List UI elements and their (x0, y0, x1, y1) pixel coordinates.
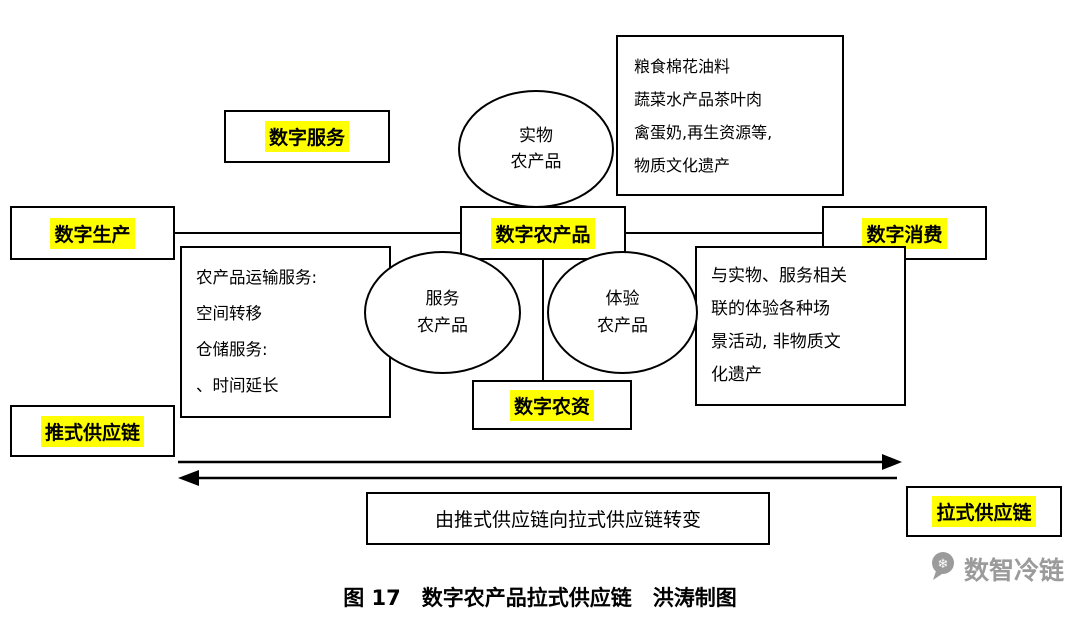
pull-supply-chain-label: 拉式供应链 (932, 496, 1036, 527)
digital-production-box: 数字生产 (10, 206, 175, 260)
service-product-line2: 农产品 (417, 315, 468, 336)
watermark-brand: 数智冷链 (963, 556, 1064, 585)
categories-line4: 物质文化遗产 (634, 155, 731, 175)
push-supply-chain-label: 推式供应链 (40, 415, 144, 447)
digital-agri-product-label: 数字农产品 (491, 217, 595, 249)
product-categories-box: 粮食棉花油料 蔬菜水产品茶叶肉 禽蛋奶,再生资源等, 物质文化遗产 (616, 35, 844, 196)
categories-line2: 蔬菜水产品茶叶肉 (634, 89, 763, 109)
digital-agri-materials-box: 数字农资 (472, 380, 632, 430)
digital-service-box: 数字服务 (224, 110, 390, 163)
digital-consumption-label: 数字消费 (862, 217, 947, 249)
experience-scenes-box: 与实物、服务相关 联的体验各种场 景活动, 非物质文 化遗产 (695, 246, 906, 406)
logistics-line4: 、时间延长 (196, 376, 279, 395)
figure-caption: 图 17 数字农产品拉式供应链 洪涛制图 (343, 586, 737, 610)
experience-scenes-line4: 化遗产 (711, 365, 762, 385)
physical-product-line2: 农产品 (510, 152, 562, 172)
snowflake-chat-icon: ❄ (928, 550, 958, 588)
digital-service-label: 数字服务 (264, 121, 349, 152)
experience-product-line1: 体验 (605, 289, 640, 310)
watermark: ❄ 数智冷链 (928, 550, 1064, 588)
transition-label: 由推式供应链向拉式供应链转变 (434, 509, 701, 531)
service-product-line1: 服务 (425, 289, 460, 310)
experience-scenes-line3: 景活动, 非物质文 (711, 332, 841, 352)
experience-product-line2: 农产品 (597, 315, 648, 336)
service-product-ellipse: 服务 农产品 (364, 251, 521, 374)
logistics-line2: 空间转移 (196, 304, 262, 323)
logistics-line1: 农产品运输服务: (196, 268, 318, 287)
pull-supply-chain-box: 拉式供应链 (906, 486, 1062, 537)
logistics-line3: 仓储服务: (196, 340, 268, 359)
experience-scenes-line1: 与实物、服务相关 (711, 266, 847, 286)
categories-line3: 禽蛋奶,再生资源等, (634, 122, 773, 142)
digital-production-label: 数字生产 (50, 217, 135, 249)
experience-product-ellipse: 体验 农产品 (547, 251, 698, 374)
physical-product-ellipse: 实物 农产品 (458, 90, 614, 208)
categories-line1: 粮食棉花油料 (634, 56, 731, 76)
digital-agri-product-box: 数字农产品 (460, 206, 626, 260)
physical-product-line1: 实物 (519, 125, 553, 146)
digital-agri-materials-label: 数字农资 (509, 389, 594, 421)
experience-scenes-line2: 联的体验各种场 (711, 299, 830, 319)
push-supply-chain-box: 推式供应链 (10, 405, 175, 457)
logistics-services-box: 农产品运输服务: 空间转移 仓储服务: 、时间延长 (180, 246, 391, 418)
svg-text:❄: ❄ (938, 557, 949, 572)
transition-box: 由推式供应链向拉式供应链转变 (366, 492, 770, 545)
